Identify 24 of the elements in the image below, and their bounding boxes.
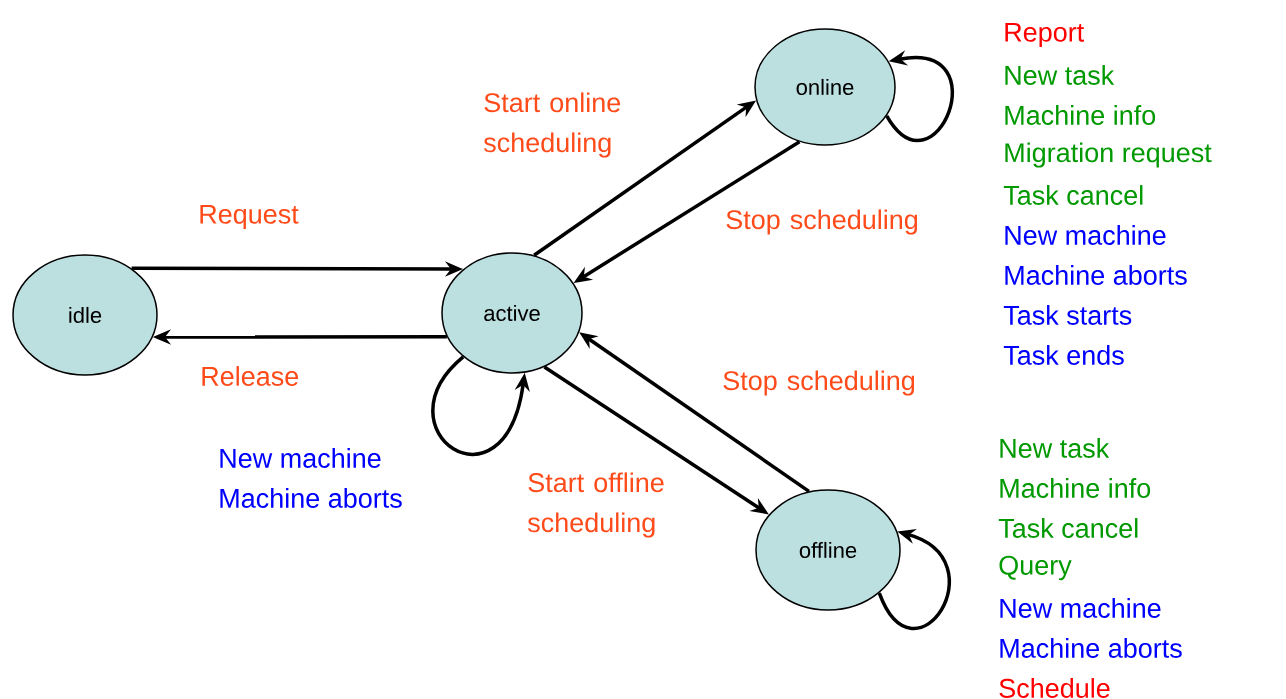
edge-label: Stop scheduling <box>723 370 915 396</box>
edge-label: Start offline scheduling <box>527 472 664 538</box>
event-label: Machine info <box>1005 105 1156 125</box>
event-label: New task <box>1000 438 1110 458</box>
event-label: Machine aborts <box>220 488 402 508</box>
event-label: Migration request <box>1005 142 1212 168</box>
edge-label: Start online scheduling <box>483 92 621 158</box>
event-label: New task <box>1005 65 1115 85</box>
event-label: Task starts <box>1003 305 1132 325</box>
event-label: New machine <box>1005 225 1166 245</box>
event-label: Task cancel <box>998 518 1138 538</box>
edge-label: Stop scheduling <box>726 209 918 235</box>
edge-label: Release <box>202 366 299 386</box>
event-label: Task ends <box>1003 345 1124 365</box>
edge-label: Request <box>200 204 299 230</box>
event-label: Machine aborts <box>1005 265 1187 285</box>
event-label: Schedule <box>999 678 1110 698</box>
event-label: New machine <box>1000 598 1161 618</box>
event-label: New machine <box>220 448 381 468</box>
event-label: Machine info <box>1000 478 1151 498</box>
event-label: Task cancel <box>1003 185 1143 205</box>
event-label: Report <box>1005 22 1085 48</box>
event-label: Machine aborts <box>1000 638 1182 658</box>
event-label: Query <box>999 555 1072 581</box>
